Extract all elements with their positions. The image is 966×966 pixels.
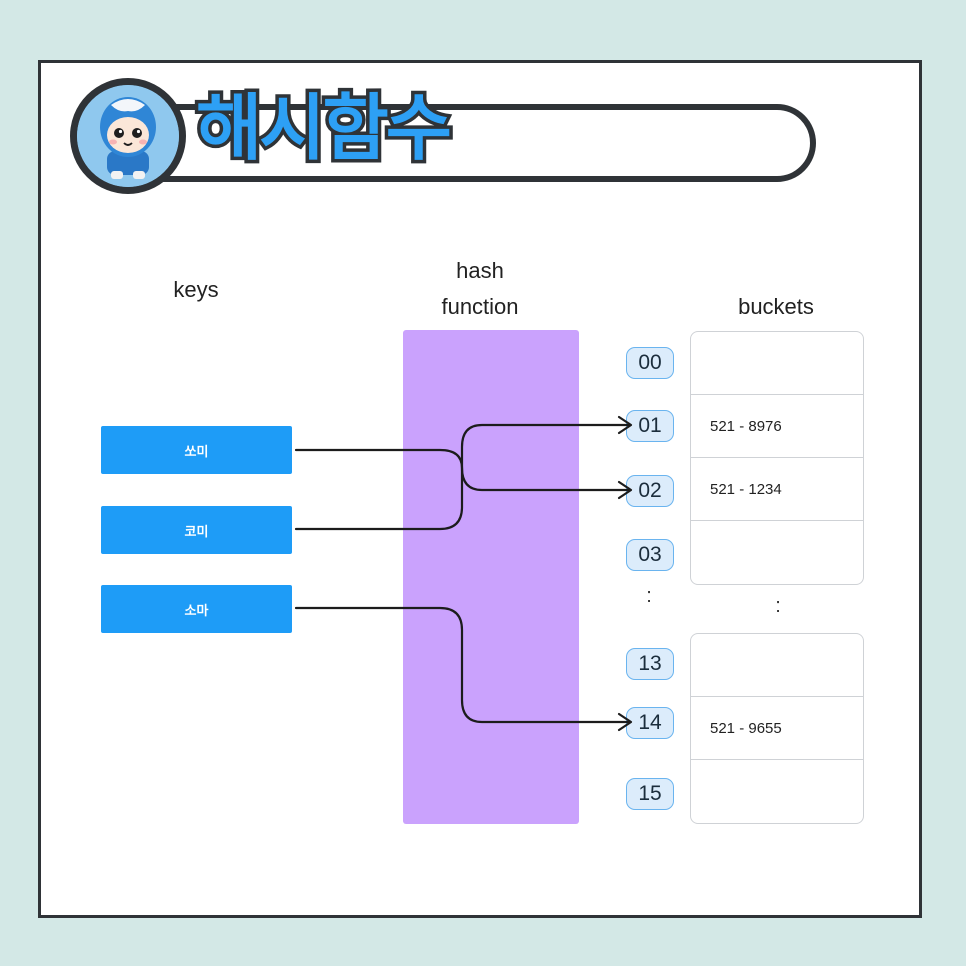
index-ellipsis: :: [646, 585, 652, 607]
avatar: [70, 78, 186, 194]
bucket-cell: [691, 634, 863, 697]
bucket-ellipsis: :: [775, 595, 781, 617]
index-badge: 02: [626, 475, 674, 507]
keys-label: keys: [173, 277, 219, 302]
key-box: 소마: [101, 585, 292, 633]
bucket-cell: 521 - 9655: [691, 697, 863, 760]
key-box: 코미: [101, 506, 292, 554]
index-badge: 03: [626, 539, 674, 571]
page-title: 해시함수: [193, 83, 456, 174]
bucket-cell: 521 - 1234: [691, 458, 863, 521]
arrowhead-14: [617, 712, 633, 732]
index-badge: 15: [626, 778, 674, 810]
hash-label-line1: hash: [456, 258, 504, 283]
hash-label-line2: function: [441, 294, 519, 319]
mascot-icon: [77, 85, 179, 187]
arrowhead-02: [617, 480, 633, 500]
arrow-key3-to-14: [294, 606, 632, 724]
index-badge: 01: [626, 410, 674, 442]
bucket-cell: 521 - 8976: [691, 395, 863, 458]
title-banner: [100, 104, 816, 182]
index-badge: 00: [626, 347, 674, 379]
buckets-label: buckets: [738, 294, 814, 319]
arrow-key2-to-01: [294, 423, 632, 531]
key-box: 쏘미: [101, 426, 292, 474]
bucket-group-bottom: 521 - 9655: [690, 633, 864, 824]
arrowhead-01: [617, 415, 633, 435]
bucket-cell: [691, 332, 863, 395]
index-badge: 14: [626, 707, 674, 739]
bucket-group-top: 521 - 8976 521 - 1234: [690, 331, 864, 585]
index-badge: 13: [626, 648, 674, 680]
hash-function-block: [403, 330, 579, 824]
